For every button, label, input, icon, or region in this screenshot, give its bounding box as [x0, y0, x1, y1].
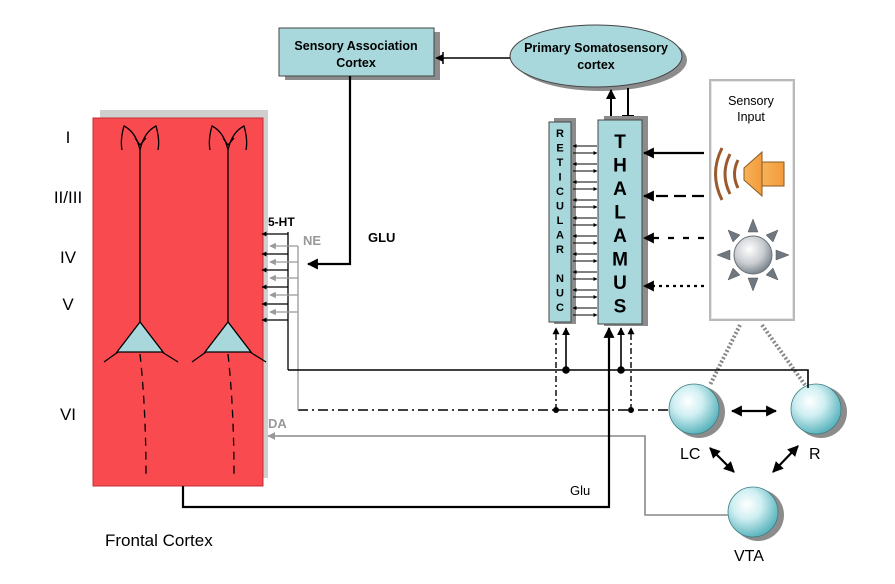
- ne-thalamic-branches: [552, 327, 635, 413]
- thalamus-letter: S: [614, 297, 627, 318]
- glu-association-path: [306, 76, 352, 270]
- thalamus-letter: U: [613, 273, 627, 294]
- vta-nucleus: [727, 486, 784, 541]
- reticular-letter: R: [556, 244, 564, 256]
- label-glu-upper: GLU: [368, 230, 395, 245]
- sensory-input-line1: Sensory: [728, 94, 775, 108]
- reticular-letter: L: [557, 215, 564, 227]
- lc-nucleus: [668, 383, 725, 438]
- reticular-letter: T: [557, 157, 564, 169]
- reticular-letter: R: [556, 128, 564, 140]
- label-glu-lower: Glu: [570, 483, 590, 498]
- primary-somatosensory-ellipse: Primary Somatosensory cortex: [509, 24, 687, 91]
- reticular-letter: N: [556, 273, 564, 285]
- frontal-cortex-caption: Frontal Cortex: [105, 531, 213, 550]
- sensory-to-thalamus-arrows: [642, 147, 704, 292]
- label-r: R: [809, 446, 821, 463]
- thalamus-letter: A: [613, 226, 627, 247]
- reticular-letter: C: [556, 302, 564, 314]
- reticular-thalamus-connections: [572, 144, 598, 317]
- thalamus-letter: A: [613, 179, 627, 200]
- speaker-icon: [714, 147, 785, 201]
- pyramidal-neuron-2: [191, 125, 267, 476]
- r-nucleus: [790, 383, 847, 438]
- reticular-letter: U: [556, 201, 564, 213]
- thalamus-letter: T: [614, 132, 626, 153]
- layer-label-v: V: [62, 295, 74, 314]
- ht-projection-line: [288, 369, 809, 388]
- thalamus-letter: M: [612, 250, 628, 271]
- ht-thalamic-branches: [562, 327, 625, 374]
- label-lc: LC: [680, 446, 700, 463]
- nuclei-interconnections: [709, 405, 799, 473]
- light-sun-icon: [716, 218, 790, 292]
- label-ne: NE: [303, 233, 321, 248]
- layer-label-iv: IV: [60, 248, 77, 267]
- layer-label-ii-iii: II/III: [54, 188, 82, 207]
- primary-somatosensory-line1: Primary Somatosensory: [524, 41, 668, 55]
- reticular-letter: A: [556, 230, 564, 242]
- reticular-letter: C: [556, 186, 564, 198]
- thalamus-letter: L: [614, 203, 626, 224]
- thalamus-letter: H: [613, 156, 627, 177]
- layer-label-vi: VI: [60, 405, 76, 424]
- frontal-cortex: [92, 110, 268, 487]
- sensory-association-cortex-box: Sensory Association Cortex: [278, 27, 440, 80]
- sensory-to-nuclei-connections: [708, 323, 807, 387]
- sensory-input-panel: Sensory Input: [709, 79, 795, 321]
- sensory-input-line2: Input: [737, 110, 765, 124]
- reticular-letter: U: [556, 288, 564, 300]
- label-vta: VTA: [734, 548, 764, 565]
- sensory-association-line2: Cortex: [336, 56, 376, 70]
- layer-label-i: I: [66, 128, 71, 147]
- da-projection-line: [267, 432, 728, 516]
- reticular-letter: I: [558, 172, 561, 184]
- primary-somatosensory-line2: cortex: [577, 58, 615, 72]
- label-5ht: 5-HT: [268, 215, 295, 229]
- ht-ne-input-arrows: [261, 231, 299, 405]
- pyramidal-neuron-1: [103, 125, 179, 476]
- label-da: DA: [268, 416, 287, 431]
- glu-corticothalamic-line: [181, 326, 615, 509]
- sensory-association-line1: Sensory Association: [294, 39, 417, 53]
- reticular-letter: E: [556, 143, 563, 155]
